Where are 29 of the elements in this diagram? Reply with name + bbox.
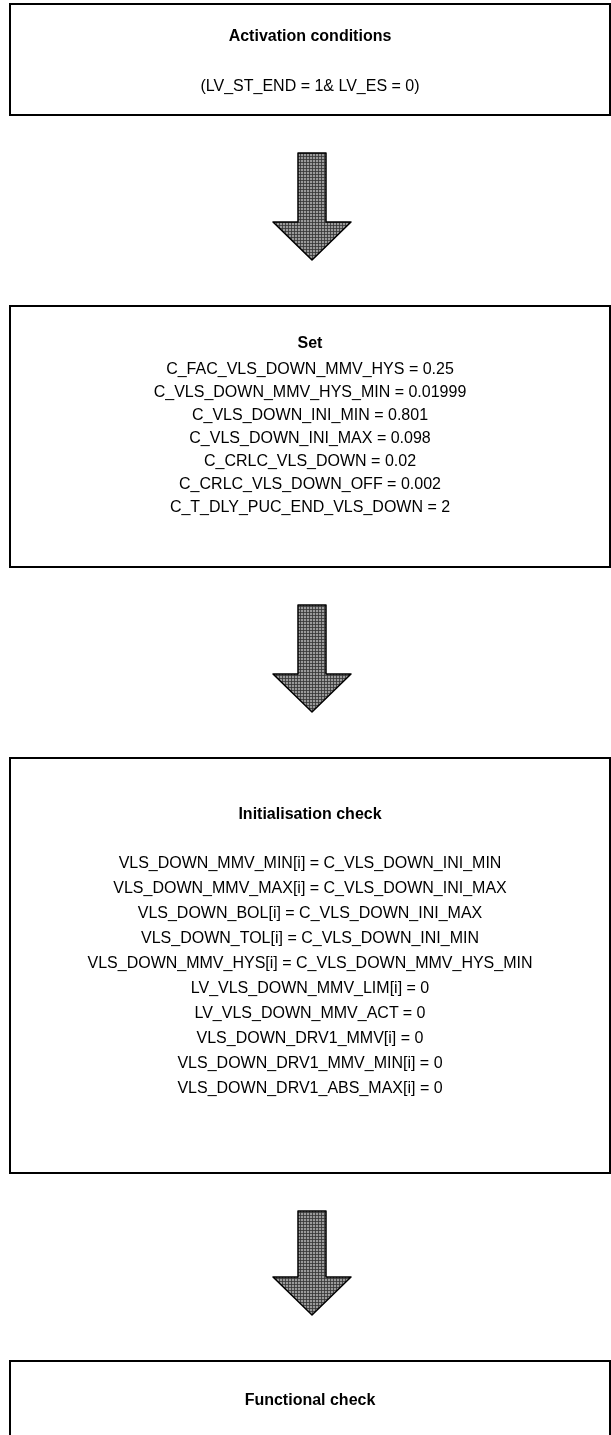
assignment-text: (LV_ST_END = 1& LV_ES = 0)	[199, 76, 421, 96]
box-heading: Activation conditions	[227, 26, 393, 46]
assignment-text: VLS_DOWN_MMV_HYS[i] = C_VLS_DOWN_MMV_HYS_MIN	[86, 953, 534, 973]
box-heading: Initialisation check	[237, 804, 383, 824]
assignment-text: VLS_DOWN_MMV_MAX[i] = C_VLS_DOWN_INI_MAX	[112, 878, 508, 898]
assignment-text: VLS_DOWN_DRV1_MMV_MIN[i] = 0	[176, 1053, 444, 1073]
process-box	[9, 757, 611, 1174]
assignment-text: C_CRLC_VLS_DOWN = 0.02	[202, 451, 418, 471]
assignment-text: VLS_DOWN_MMV_MIN[i] = C_VLS_DOWN_INI_MIN	[117, 853, 503, 873]
assignment-text: C_CRLC_VLS_DOWN_OFF = 0.002	[178, 474, 442, 494]
assignment-text: VLS_DOWN_DRV1_ABS_MAX[i] = 0	[176, 1078, 444, 1098]
process-box	[9, 305, 611, 568]
assignment-text: C_FAC_VLS_DOWN_MMV_HYS = 0.25	[165, 359, 455, 379]
assignment-text: C_VLS_DOWN_INI_MAX = 0.098	[188, 428, 432, 448]
block-arrow	[272, 152, 352, 261]
block-arrow	[272, 1210, 352, 1316]
box-heading: Functional check	[243, 1390, 377, 1410]
assignment-text: VLS_DOWN_DRV1_MMV[i] = 0	[195, 1028, 425, 1048]
assignment-text: LV_VLS_DOWN_MMV_ACT = 0	[193, 1003, 427, 1023]
process-box	[9, 1360, 611, 1435]
assignment-text: C_VLS_DOWN_INI_MIN = 0.801	[190, 405, 430, 425]
assignment-text: C_VLS_DOWN_MMV_HYS_MIN = 0.01999	[152, 382, 468, 402]
block-arrow	[272, 604, 352, 713]
assignment-text: VLS_DOWN_TOL[i] = C_VLS_DOWN_INI_MIN	[140, 928, 480, 948]
assignment-text: VLS_DOWN_BOL[i] = C_VLS_DOWN_INI_MAX	[136, 903, 484, 923]
assignment-text: LV_VLS_DOWN_MMV_LIM[i] = 0	[189, 978, 431, 998]
process-box	[9, 3, 611, 116]
assignment-text: C_T_DLY_PUC_END_VLS_DOWN = 2	[168, 497, 452, 517]
box-heading: Set	[296, 333, 324, 353]
